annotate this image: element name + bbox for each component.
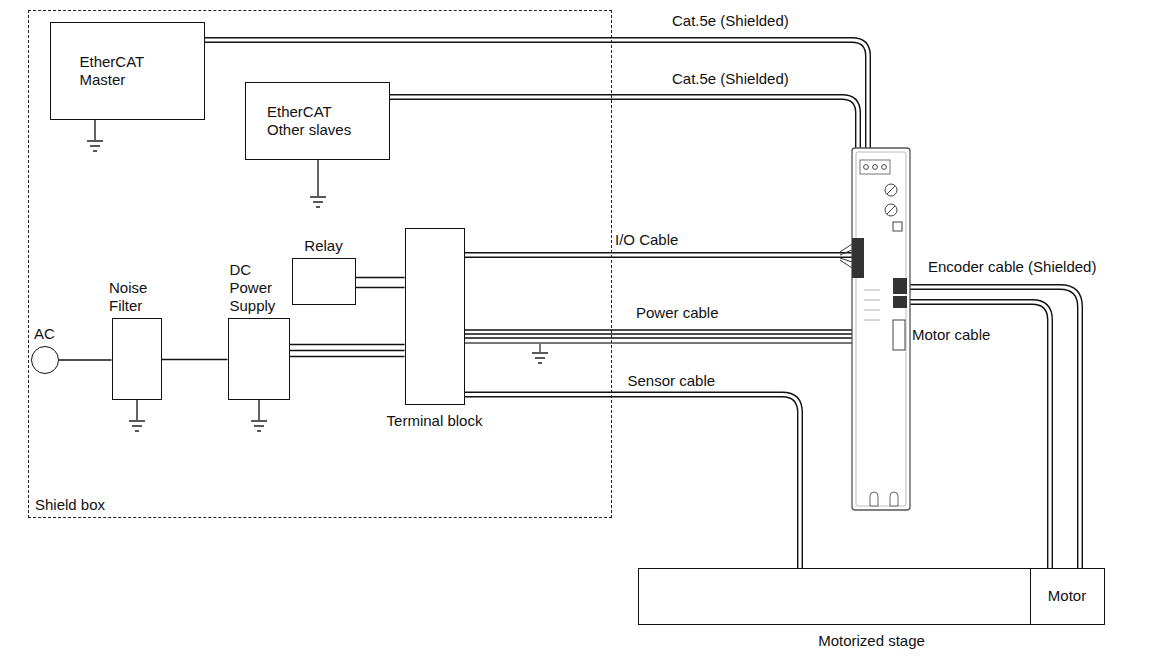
ground-symbol	[251, 421, 267, 431]
relay-box: Relay	[292, 258, 356, 305]
connector-stroke	[290, 344, 405, 345]
motorized-stage: Motorized stageMotor	[638, 568, 1105, 625]
cable-connector	[290, 345, 405, 357]
ground-symbol	[532, 353, 548, 363]
shield-box: Shield box EtherCAT MasterEtherCAT Other …	[28, 10, 612, 518]
connector-stroke	[290, 350, 405, 351]
connector-stroke	[465, 395, 801, 569]
cable-label: I/O Cable	[615, 231, 678, 249]
master-box: EtherCAT Master	[50, 22, 205, 120]
cable-connector	[162, 359, 228, 360]
cable-connector	[356, 278, 405, 288]
cable-connector	[59, 360, 112, 361]
node-label: Motorized stage	[818, 632, 925, 650]
noise-filter: Noise Filter	[112, 318, 162, 400]
cable-label: Power cable	[636, 304, 719, 322]
terminal-block: Terminal block	[405, 228, 465, 405]
node-label: Terminal block	[387, 412, 483, 430]
node-label: EtherCAT Master	[80, 53, 175, 89]
connector-stroke	[59, 359, 112, 360]
ground-symbol	[310, 197, 326, 207]
node-label: Relay	[304, 237, 342, 255]
cable-connector	[465, 395, 801, 569]
motor-cables	[910, 287, 1080, 568]
connector-stroke	[465, 395, 801, 569]
ground-leads	[95, 120, 318, 420]
connector-stroke	[356, 287, 405, 288]
node-label: Motor	[1048, 587, 1086, 605]
connector-stroke	[162, 359, 228, 360]
ground-symbol	[129, 421, 145, 431]
node-label: EtherCAT Other slaves	[267, 103, 367, 139]
connector-stroke	[356, 277, 405, 278]
node-label: Noise Filter	[109, 279, 164, 315]
ac-source: AC	[31, 346, 59, 374]
node-label: Shield box	[35, 496, 105, 514]
servo-driver	[852, 148, 910, 510]
power-cable	[465, 330, 852, 352]
cable-label: Cat.5e (Shielded)	[672, 12, 789, 30]
connector-stroke	[290, 356, 405, 357]
cable-label: Sensor cable	[628, 372, 716, 390]
power-supply: DC Power Supply	[228, 318, 290, 400]
motor-box: Motor	[1030, 568, 1105, 625]
node-label: AC	[34, 325, 55, 343]
cable-label: Cat.5e (Shielded)	[672, 70, 789, 88]
cable-label: Motor cable	[912, 326, 990, 344]
cable-label: Encoder cable (Shielded)	[928, 258, 1096, 276]
node-label: DC Power Supply	[230, 261, 288, 315]
ground-symbol	[87, 141, 103, 151]
slave-box: EtherCAT Other slaves	[245, 82, 390, 160]
